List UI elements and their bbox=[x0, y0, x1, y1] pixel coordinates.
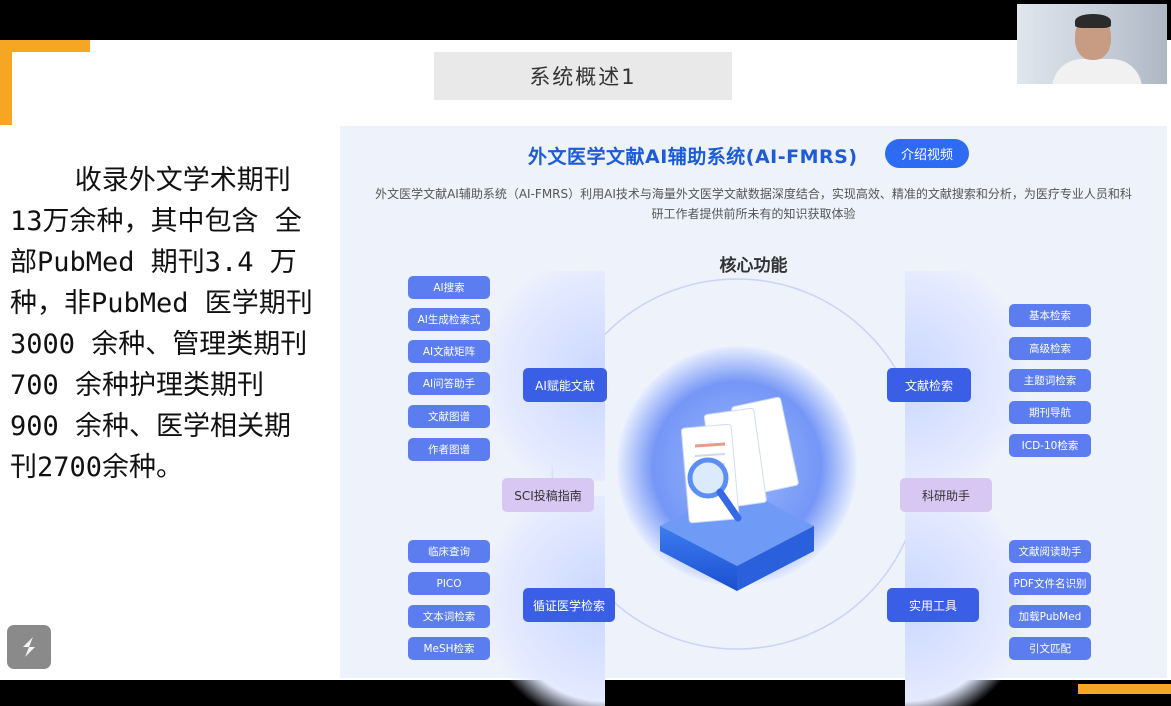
item-pico[interactable]: PICO bbox=[408, 572, 490, 595]
panel-description: 外文医学文献AI辅助系统（AI-FMRS）利用AI技术与海量外文医学文献数据深度… bbox=[375, 187, 1132, 221]
item-ai-qa[interactable]: AI问答助手 bbox=[408, 372, 490, 395]
item-reading-assistant[interactable]: 文献阅读助手 bbox=[1009, 540, 1091, 563]
item-ai-matrix[interactable]: AI文献矩阵 bbox=[408, 340, 490, 363]
item-ai-search[interactable]: AI搜索 bbox=[408, 276, 490, 299]
app-logo-icon[interactable] bbox=[7, 625, 51, 669]
core-features-heading: 核心功能 bbox=[719, 256, 788, 276]
item-subject-search[interactable]: 主题词检索 bbox=[1009, 369, 1091, 392]
item-citation-match[interactable]: 引文匹配 bbox=[1009, 637, 1091, 660]
body-paragraph: 收录外文学术期刊13万余种，其中包含 全部PubMed 期刊3.4 万种，非Pu… bbox=[10, 165, 313, 483]
sci-guide-button[interactable]: SCI投稿指南 bbox=[502, 478, 594, 512]
accent-corner-bottom bbox=[1078, 684, 1171, 694]
slide-title: 系统概述1 bbox=[434, 52, 732, 100]
item-author-graph[interactable]: 作者图谱 bbox=[408, 438, 490, 461]
system-diagram-panel: 外文医学文献AI辅助系统(AI-FMRS) 介绍视频 外文医学文献AI辅助系统（… bbox=[340, 126, 1167, 706]
slide-body-text: 收录外文学术期刊13万余种，其中包含 全部PubMed 期刊3.4 万种，非Pu… bbox=[10, 160, 315, 488]
item-ai-generate-query[interactable]: AI生成检索式 bbox=[408, 308, 490, 331]
group-ebm-search[interactable]: 循证医学检索 bbox=[523, 588, 615, 622]
item-journal-nav[interactable]: 期刊导航 bbox=[1009, 401, 1091, 424]
magnifier-icon bbox=[687, 457, 742, 522]
center-illustration bbox=[551, 278, 923, 650]
accent-corner-left bbox=[0, 40, 12, 125]
group-ai-literature[interactable]: AI赋能文献 bbox=[523, 368, 607, 402]
group-literature-search[interactable]: 文献检索 bbox=[887, 368, 971, 402]
item-icd10-search[interactable]: ICD-10检索 bbox=[1009, 434, 1091, 457]
group-tools[interactable]: 实用工具 bbox=[887, 588, 979, 622]
webcam-video bbox=[1017, 4, 1167, 84]
item-mesh-search[interactable]: MeSH检索 bbox=[408, 637, 490, 660]
item-load-pubmed[interactable]: 加载PubMed bbox=[1009, 605, 1091, 628]
item-literature-graph[interactable]: 文献图谱 bbox=[408, 405, 490, 428]
intro-video-button[interactable]: 介绍视频 bbox=[885, 139, 969, 168]
item-clinical-query[interactable]: 临床查询 bbox=[408, 540, 490, 563]
item-text-word-search[interactable]: 文本词检索 bbox=[408, 605, 490, 628]
panel-title: 外文医学文献AI辅助系统(AI-FMRS) bbox=[528, 146, 858, 168]
accent-corner-top bbox=[0, 40, 90, 52]
item-basic-search[interactable]: 基本检索 bbox=[1009, 304, 1091, 327]
item-pdf-filename[interactable]: PDF文件名识别 bbox=[1009, 572, 1091, 595]
item-advanced-search[interactable]: 高级检索 bbox=[1009, 337, 1091, 360]
research-assistant-button[interactable]: 科研助手 bbox=[900, 478, 992, 512]
